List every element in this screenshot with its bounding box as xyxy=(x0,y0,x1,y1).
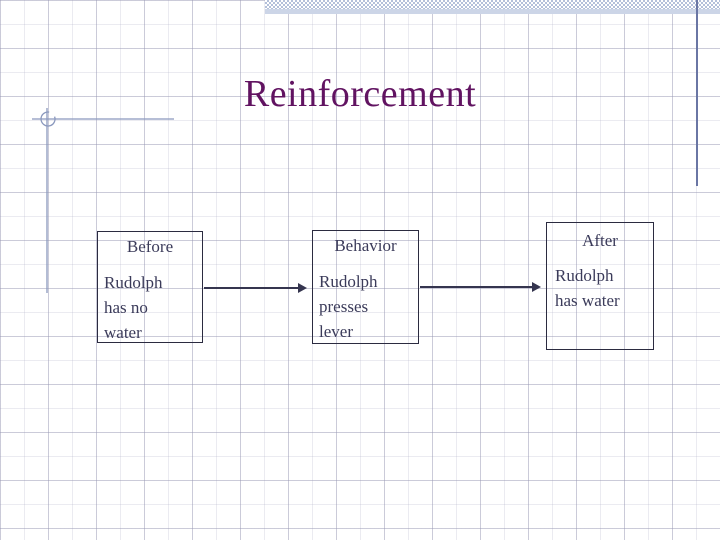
compass-circle-icon xyxy=(40,111,56,127)
after-box-header: After xyxy=(582,231,618,250)
arrow-line xyxy=(420,286,534,288)
accent-band-strip xyxy=(265,9,720,14)
after-box-body: Rudolph has water xyxy=(555,266,620,310)
right-edge-line xyxy=(696,0,698,186)
after-box: After Rudolph has water xyxy=(546,222,654,350)
before-box: Before Rudolph has no water xyxy=(97,231,203,343)
before-box-header: Before xyxy=(126,237,174,256)
arrow-behavior-to-after xyxy=(420,282,541,292)
corner-bracket-decoration xyxy=(32,108,174,293)
accent-band-pattern xyxy=(265,0,720,9)
behavior-box-body: Rudolph presses lever xyxy=(319,272,378,341)
slide-title: Reinforcement xyxy=(243,73,477,115)
behavior-box-header: Behavior xyxy=(334,236,397,255)
arrow-head-icon xyxy=(532,282,541,292)
arrow-before-to-behavior xyxy=(204,283,307,293)
behavior-box: Behavior Rudolph presses lever xyxy=(312,230,419,344)
arrow-head-icon xyxy=(298,283,307,293)
before-box-body: Rudolph has no water xyxy=(104,273,163,342)
arrow-line xyxy=(204,287,300,289)
